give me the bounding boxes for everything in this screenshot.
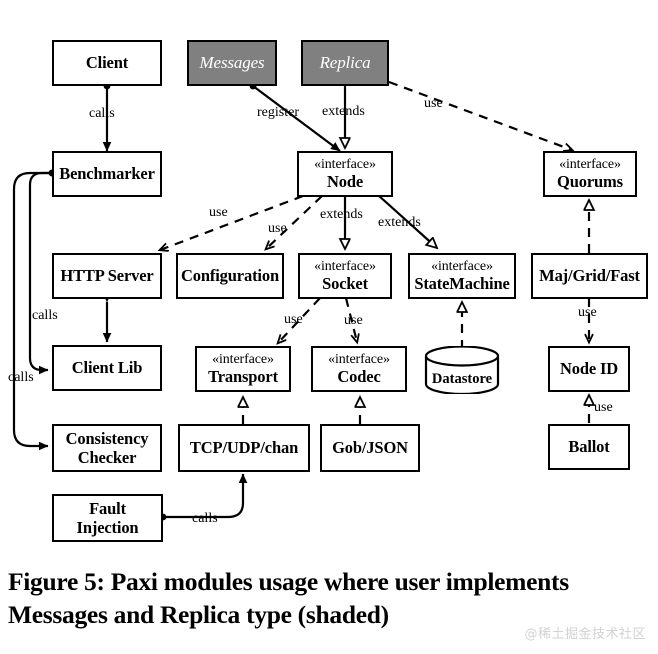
node-node-id-label: Node ID	[559, 358, 619, 378]
node-messages[interactable]: Messages	[187, 40, 277, 86]
node-fault-injection-label-line2: Injection	[76, 518, 139, 537]
edge-node-statemachine	[377, 194, 437, 248]
node-http-server[interactable]: HTTP Server	[52, 253, 162, 299]
node-statemachine[interactable]: «interface» StateMachine	[408, 253, 516, 299]
node-fault-injection-label-line1: Fault	[89, 498, 126, 518]
edge-label-faultinjection-tcp: calls	[192, 511, 218, 526]
node-node[interactable]: «interface» Node	[297, 151, 393, 197]
edge-label-benchmarker-clientlib: calls	[32, 308, 58, 323]
node-codec-label: Codec	[337, 366, 381, 386]
edge-label-socket-transport: use	[284, 312, 303, 327]
edge-label-node-socket: extends	[320, 207, 363, 222]
node-node-label: Node	[326, 171, 364, 191]
node-replica-label: Replica	[319, 52, 371, 72]
node-consistency-checker[interactable]: Consistency Checker	[52, 424, 162, 472]
node-statemachine-label: StateMachine	[414, 273, 510, 293]
node-ballot-label: Ballot	[568, 436, 610, 456]
edge-label-ballot-nodeid: use	[594, 400, 613, 415]
edge-socket-codec	[344, 297, 357, 342]
node-gob-json[interactable]: Gob/JSON	[320, 424, 420, 472]
node-transport-label: Transport	[208, 366, 278, 386]
node-client-label: Client	[85, 52, 129, 72]
node-messages-label: Messages	[199, 52, 265, 72]
node-codec-stereotype: «interface»	[328, 352, 390, 368]
node-transport-stereotype: «interface»	[212, 352, 274, 368]
edge-benchmarker-consistency	[12, 169, 56, 451]
edge-label-messages-node: register	[257, 105, 299, 120]
node-client-lib-label: Client Lib	[71, 357, 143, 377]
edge-messages-node	[249, 82, 341, 152]
node-fault-injection[interactable]: Fault Injection	[52, 494, 163, 542]
edge-faultinjection-tcp	[159, 473, 248, 521]
edge-label-replica-node: extends	[322, 104, 365, 119]
node-ballot[interactable]: Ballot	[548, 424, 630, 470]
datastore-cylinder-icon	[424, 345, 500, 396]
edge-layer	[12, 80, 658, 521]
node-gob-json-label: Gob/JSON	[332, 437, 408, 457]
node-codec[interactable]: «interface» Codec	[311, 346, 407, 392]
watermark: @稀土掘金技术社区	[524, 627, 646, 642]
edge-replica-quorums	[388, 80, 572, 150]
edge-label-node-statemachine: extends	[378, 215, 421, 230]
node-client-lib[interactable]: Client Lib	[52, 345, 162, 391]
edge-label-majgridfast-nodeid: use	[578, 305, 597, 320]
edge-label-replica-quorums: use	[424, 96, 443, 111]
node-maj-grid-fast-label: Maj/Grid/Fast	[539, 265, 640, 285]
node-statemachine-stereotype: «interface»	[431, 259, 493, 275]
node-replica[interactable]: Replica	[301, 40, 389, 86]
edge-label-benchmarker-consistency: calls	[8, 370, 34, 385]
edge-label-socket-codec: use	[344, 313, 363, 328]
node-http-server-label: HTTP Server	[60, 265, 154, 285]
node-datastore[interactable]: Datastore	[424, 345, 500, 396]
node-configuration[interactable]: Configuration	[176, 253, 284, 299]
node-quorums[interactable]: «interface» Quorums	[543, 151, 637, 197]
node-datastore-label: Datastore	[431, 371, 493, 387]
node-quorums-stereotype: «interface»	[559, 157, 621, 173]
edge-label-node-httpserver: use	[209, 205, 228, 220]
node-maj-grid-fast[interactable]: Maj/Grid/Fast	[531, 253, 648, 299]
edge-socket-transport	[278, 297, 321, 343]
node-socket[interactable]: «interface» Socket	[298, 253, 392, 299]
node-tcp-udp-chan[interactable]: TCP/UDP/chan	[178, 424, 310, 472]
edge-node-configuration	[266, 195, 323, 249]
node-node-id[interactable]: Node ID	[548, 346, 630, 392]
edge-label-node-configuration: use	[268, 221, 287, 236]
node-consistency-checker-label-line1: Consistency	[65, 428, 149, 448]
figure-caption: Figure 5: Paxi modules usage where user …	[8, 567, 569, 629]
node-node-stereotype: «interface»	[314, 157, 376, 173]
node-transport[interactable]: «interface» Transport	[195, 346, 291, 392]
node-quorums-label: Quorums	[557, 171, 623, 191]
node-benchmarker[interactable]: Benchmarker	[52, 151, 162, 197]
node-consistency-checker-label-line2: Checker	[77, 448, 137, 467]
edge-label-client-benchmarker: calls	[89, 106, 115, 121]
edge-benchmarker-clientlib	[28, 169, 56, 375]
node-socket-label: Socket	[322, 273, 368, 293]
node-configuration-label: Configuration	[181, 265, 279, 285]
uml-diagram: Client Messages Replica Benchmarker «int…	[8, 40, 658, 542]
node-client[interactable]: Client	[52, 40, 162, 86]
node-socket-stereotype: «interface»	[314, 259, 376, 275]
node-benchmarker-label: Benchmarker	[59, 163, 155, 183]
node-tcp-udp-chan-label: TCP/UDP/chan	[189, 437, 299, 457]
